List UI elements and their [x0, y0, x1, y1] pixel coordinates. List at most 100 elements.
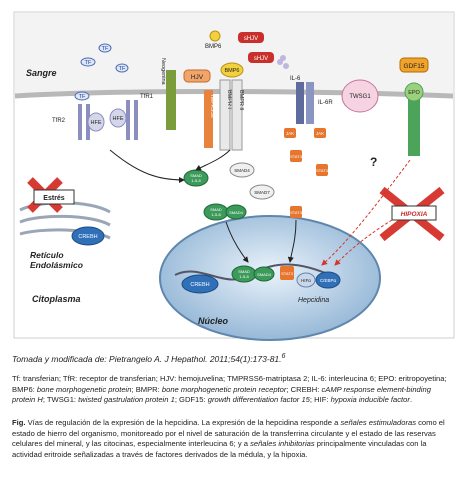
fig-label: Fig. — [12, 418, 26, 427]
jak-1 — [284, 128, 296, 138]
twsg1 — [341, 79, 379, 113]
source-ref: 6 — [281, 352, 286, 360]
twsg1-label: TWSG1 — [349, 94, 371, 100]
fig-e: principalmente vinculadas con la activid… — [12, 439, 427, 459]
figure-source: Tomada y modificada de: Pietrangelo A. J… — [12, 352, 455, 364]
shjv-label-1: sHJV — [244, 36, 258, 42]
stat3-b — [316, 164, 328, 176]
arrow-stat3-nucleus — [287, 219, 297, 263]
label-cytoplasm: Citoplasma — [32, 294, 81, 304]
arrow-epo-nucleus — [321, 159, 411, 266]
abbrev-d: bone morphogenetic protein receptor — [161, 384, 287, 394]
gdf15-box — [399, 57, 429, 73]
bmpr1-label: BMPR I — [226, 90, 232, 109]
shjv-label-2: sHJV — [254, 56, 268, 62]
jak-2 — [314, 128, 326, 138]
abbrev-k: ; HIF: — [309, 395, 331, 404]
arrow-tfr-smad — [109, 149, 185, 183]
creb-er-label: CREBH — [78, 234, 97, 240]
shjv-2 — [248, 52, 274, 63]
label-nucleus: Núcleo — [198, 316, 229, 326]
abbrev-l: hypoxia inducible factor — [330, 395, 410, 404]
tfr1-receptor — [126, 100, 138, 140]
stat3-label-c: STAT3 — [290, 210, 303, 215]
stat3-a — [290, 150, 302, 162]
hjv-box — [183, 69, 211, 83]
stat3-nucleus — [280, 266, 294, 280]
epo-receptor — [408, 96, 420, 156]
tf-label-2: TF — [102, 46, 109, 52]
tmprss6-label: TMPRSS6 — [209, 94, 215, 118]
smad4-nucleus — [253, 266, 275, 282]
il6-label: IL-6 — [290, 76, 301, 82]
bmp6-node-label: BMP6 — [225, 68, 240, 74]
creb-nucleus — [181, 274, 219, 294]
stat3-nucleus-label: STAT3 — [281, 271, 294, 276]
stress-label: Estrés — [43, 195, 65, 202]
arrow-smad-nucleus — [225, 221, 249, 263]
hif-alpha-label: HIFα — [301, 278, 311, 283]
stat3-label-a: STAT3 — [290, 154, 303, 159]
il6r-label: IL-6R — [318, 100, 333, 106]
hfe-1 — [87, 112, 105, 132]
hif-alpha — [296, 272, 316, 288]
bmp6-top-label: BMP6 — [205, 44, 222, 50]
neogenin-receptor — [166, 70, 176, 130]
source-prefix: Tomada y modificada de: — [12, 353, 110, 364]
tf-label-4: TF — [79, 94, 86, 100]
tfr1-label: TfR1 — [140, 94, 154, 100]
fig-b: señales estimuladoras — [340, 418, 416, 427]
smad4-complex-label: SMAD4 — [229, 210, 244, 215]
stat3-c — [290, 206, 302, 218]
arrow-hypoxia-nucleus — [334, 219, 393, 266]
figure-caption: Fig. Vías de regulación de la expresión … — [12, 418, 455, 460]
jak-label-2: JAK — [316, 131, 324, 136]
smad4-complex — [225, 204, 247, 220]
bmpr1-receptor — [219, 79, 231, 151]
hjv-label: HJV — [191, 74, 204, 81]
il6r-receptor — [296, 82, 304, 124]
stress-sign: Estrés — [27, 177, 75, 213]
fig-c: como el estado de hierro del organismo, … — [12, 418, 445, 448]
epo-label: EPO — [408, 90, 420, 96]
bmpr2-receptor — [231, 79, 243, 151]
arrow-bmpr-smad — [195, 149, 231, 171]
tf-label-1: TF — [85, 60, 92, 66]
abbrev-m: . — [409, 395, 413, 404]
abbrev-b: bone morphogenetic protein — [36, 384, 132, 394]
hfe-label-2: HFE — [113, 116, 124, 122]
cell-membrane — [14, 89, 454, 99]
question-mark: ? — [370, 155, 377, 169]
il6r-receptor-b — [306, 82, 314, 124]
abbrev-g: ; TWSG1: — [42, 395, 79, 404]
epo-molecule — [404, 82, 424, 102]
abbrev-c: ; BMPR: — [131, 384, 162, 394]
cebpa-label: C/EBPα — [320, 278, 337, 283]
abbrev-e: ; CREBH: — [286, 384, 322, 394]
label-blood: Sangre — [26, 68, 57, 78]
tfr2-label: TfR2 — [52, 118, 66, 124]
abbrev-h: twisted gastrulation protein 1 — [78, 395, 175, 404]
hypoxia-label: HIPOXIA — [401, 211, 428, 218]
source-body: Pietrangelo A. J Hepathol. 2011;54(1):17… — [109, 353, 282, 364]
abbreviations: Tf: transferian; TfR: receptor de transf… — [12, 374, 455, 406]
creb-nucleus-label: CREBH — [190, 282, 209, 288]
smad4-cyto — [229, 162, 255, 178]
label-hepcidin: Hepcidina — [298, 297, 329, 304]
gdf15-label: GDF15 — [404, 63, 425, 70]
cebpa — [315, 271, 341, 289]
tf-label-3: TF — [119, 66, 126, 72]
hypoxia-sign: HIPOXIA — [379, 186, 445, 242]
fig-d: señales inhibitorias — [250, 439, 315, 448]
abbrev-a: Tf: transferian; TfR: receptor de transf… — [12, 374, 447, 394]
stat3-label-b: STAT3 — [316, 168, 329, 173]
bmpr2-label: BMPR II — [238, 90, 244, 111]
bmp6-top — [209, 30, 221, 42]
shjv-1 — [238, 32, 264, 43]
jak-label-1: JAK — [286, 131, 294, 136]
